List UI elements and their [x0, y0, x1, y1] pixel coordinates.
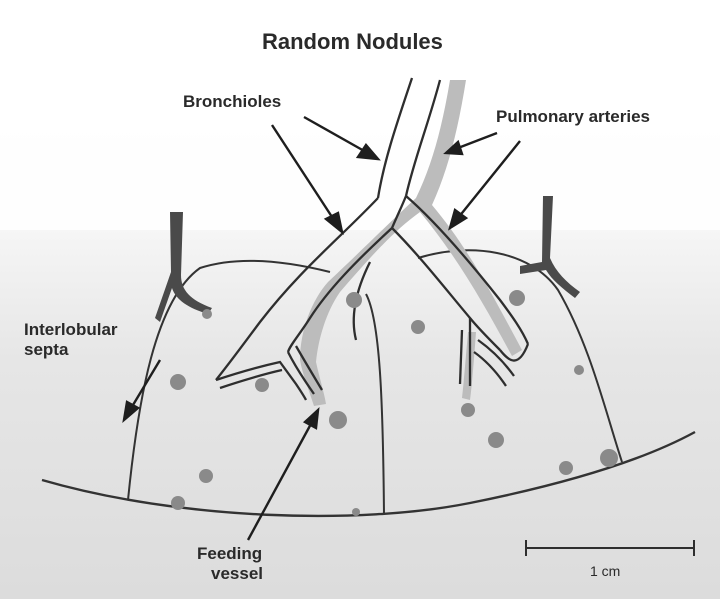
label-interlobular-line2: septa	[24, 341, 68, 359]
nodule	[170, 374, 186, 390]
nodule	[352, 508, 360, 516]
diagram-title: Random Nodules	[262, 30, 443, 53]
nodule	[199, 469, 213, 483]
nodule	[509, 290, 525, 306]
nodule	[346, 292, 362, 308]
label-interlobular-line1: Interlobular	[24, 321, 118, 339]
nodule	[202, 309, 212, 319]
nodule	[574, 365, 584, 375]
label-pulmonary-arteries: Pulmonary arteries	[496, 108, 650, 126]
scale-bar-label: 1 cm	[590, 564, 620, 579]
label-feeding-line1: Feeding	[197, 545, 262, 563]
nodule	[171, 496, 185, 510]
nodule	[600, 449, 618, 467]
nodule	[255, 378, 269, 392]
nodule	[559, 461, 573, 475]
nodule	[411, 320, 425, 334]
nodule	[461, 403, 475, 417]
nodule	[488, 432, 504, 448]
label-bronchioles: Bronchioles	[183, 93, 281, 111]
label-feeding-line2: vessel	[211, 565, 263, 583]
nodule	[329, 411, 347, 429]
